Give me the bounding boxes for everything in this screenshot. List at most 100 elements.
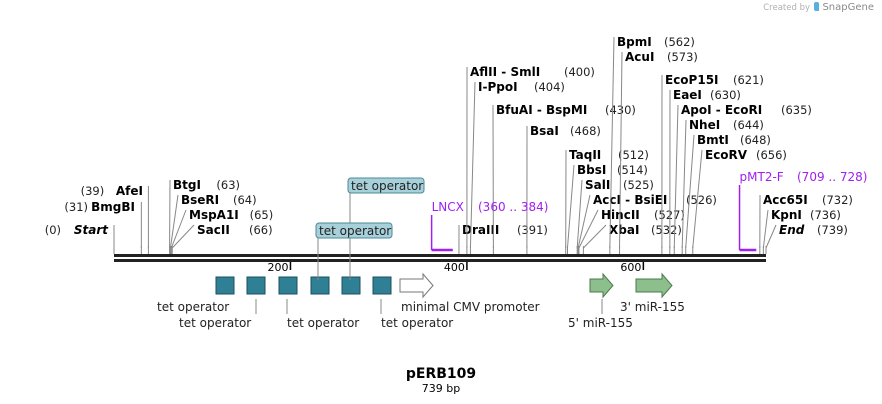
site-position: (31)	[64, 200, 88, 214]
site-name: AccI - BsiEI	[593, 193, 667, 207]
snapgene-credit: Created by SnapGene	[763, 2, 874, 13]
ruler-ticks: 200 400 600	[267, 261, 645, 274]
site-name: BsaI	[530, 124, 559, 138]
site-connector	[171, 224, 195, 249]
site-name: SalI	[585, 178, 610, 192]
site-position: (739)	[817, 223, 848, 237]
tick-label: 400	[444, 261, 465, 274]
site-position: (573)	[667, 50, 698, 64]
site-name: AcuI	[625, 50, 654, 64]
site-connector	[685, 134, 695, 249]
site-name: BbsI	[577, 163, 606, 177]
site-name: BmgBI	[91, 200, 135, 214]
site-position: (656)	[756, 148, 787, 162]
site-connector	[692, 149, 703, 249]
restriction-site: AcuI (573)	[619, 50, 698, 254]
site-position: (621)	[733, 73, 764, 87]
site-name: Start	[74, 223, 109, 237]
restriction-site: AccI - BsiEI(526)	[577, 193, 717, 254]
site-position: (630)	[710, 88, 741, 102]
site-connector	[566, 164, 575, 249]
restriction-site: DraIII(391)	[458, 223, 548, 254]
tet-operator-feature	[246, 276, 266, 295]
callout-box	[347, 177, 425, 194]
site-connector	[673, 104, 679, 249]
tet-operator-feature	[278, 276, 298, 295]
site-position: (736)	[810, 208, 841, 222]
tet-operator-feature	[341, 276, 361, 295]
primer: pMT2-F(709 .. 728)	[738, 170, 867, 252]
site-position: (66)	[249, 223, 273, 237]
restriction-site: EcoRV(656)	[692, 148, 787, 254]
restriction-site: TaqII(512)	[565, 148, 649, 254]
tet-operator-box	[310, 276, 330, 295]
snapgene-logo-icon	[813, 2, 819, 11]
site-position: (525)	[623, 178, 654, 192]
restriction-site: AflII - SmlI (400)	[466, 65, 595, 254]
site-position: (65)	[250, 208, 274, 222]
callout-label: tet operator	[319, 224, 391, 238]
site-connector	[762, 209, 769, 249]
site-position: (400)	[564, 65, 595, 79]
credit-prefix: Created by	[763, 3, 811, 13]
site-position: (562)	[664, 35, 695, 49]
site-name: AflII - SmlI	[470, 65, 540, 79]
site-connector	[170, 209, 187, 249]
site-position: (512)	[618, 148, 649, 162]
restriction-site: XbaI(532)	[582, 223, 682, 254]
restriction-site: EaeI (630)	[669, 88, 741, 254]
tick-label: 600	[620, 261, 641, 274]
tet-operator-box	[278, 276, 298, 295]
callout-label: tet operator	[351, 179, 423, 193]
restriction-site: NheI(644)	[681, 118, 764, 254]
site-position: (648)	[740, 133, 771, 147]
site-name: Acc65I	[763, 193, 808, 207]
restriction-sites: Start(0)BmgBI(31)AfeI(39)BtgI(63)BseRI(6…	[45, 35, 853, 254]
restriction-site: KpnI(736)	[762, 208, 841, 254]
site-position: (514)	[617, 163, 648, 177]
feature-arrow	[399, 272, 434, 299]
site-name: XbaI	[609, 223, 639, 237]
restriction-site: SacII(66)	[171, 223, 273, 254]
tet-operator-feature	[372, 276, 392, 295]
site-name: BmtI	[697, 133, 729, 147]
site-name: AfeI	[116, 184, 143, 198]
site-connector	[681, 119, 687, 249]
credit-brand: SnapGene	[822, 2, 874, 13]
primer: LNCX(360 .. 384)	[430, 200, 548, 252]
primers: LNCX(360 .. 384) pMT2-F(709 .. 728)	[430, 170, 867, 252]
feature-arrow-shape	[589, 272, 614, 299]
restriction-site: BpmI(562)	[609, 35, 695, 254]
site-position: (468)	[570, 124, 601, 138]
site-name: MspA1I	[189, 208, 239, 222]
site-name: EcoP15I	[665, 73, 719, 87]
tet-operator-feature	[310, 276, 330, 295]
backbone-top-strand	[114, 254, 766, 257]
tet-operator-box	[341, 276, 361, 295]
restriction-site: BsaI (468)	[526, 124, 601, 254]
tet-operator-label: tet operator	[381, 316, 453, 330]
site-position: (0)	[45, 223, 61, 237]
feature-arrow-shape	[399, 272, 434, 299]
site-position: (404)	[534, 80, 565, 94]
site-position: (430)	[605, 103, 636, 117]
site-name: BfuAI - BspMI	[496, 103, 587, 117]
backbone-bottom-strand	[114, 259, 766, 262]
restriction-site: Acc65I(732)	[759, 193, 853, 254]
site-connector	[609, 36, 615, 249]
restriction-site: AfeI(39)	[81, 184, 149, 254]
site-name: EaeI	[673, 88, 702, 102]
restriction-site: BbsI (514)	[566, 163, 648, 254]
tet-operator-callouts: tet operator tet operator	[315, 177, 425, 280]
tet-operator-label: tet operator	[287, 316, 359, 330]
restriction-site: ApoI - EcoRI(635)	[673, 103, 812, 254]
restriction-site: MspA1I (65)	[170, 208, 274, 254]
primer-range: (709 .. 728)	[797, 170, 867, 184]
tet-operator-box	[215, 276, 235, 295]
site-connector	[169, 194, 179, 249]
site-connector	[577, 194, 591, 249]
restriction-site: BmtI (648)	[685, 133, 771, 254]
tick-label: 200	[267, 261, 288, 274]
